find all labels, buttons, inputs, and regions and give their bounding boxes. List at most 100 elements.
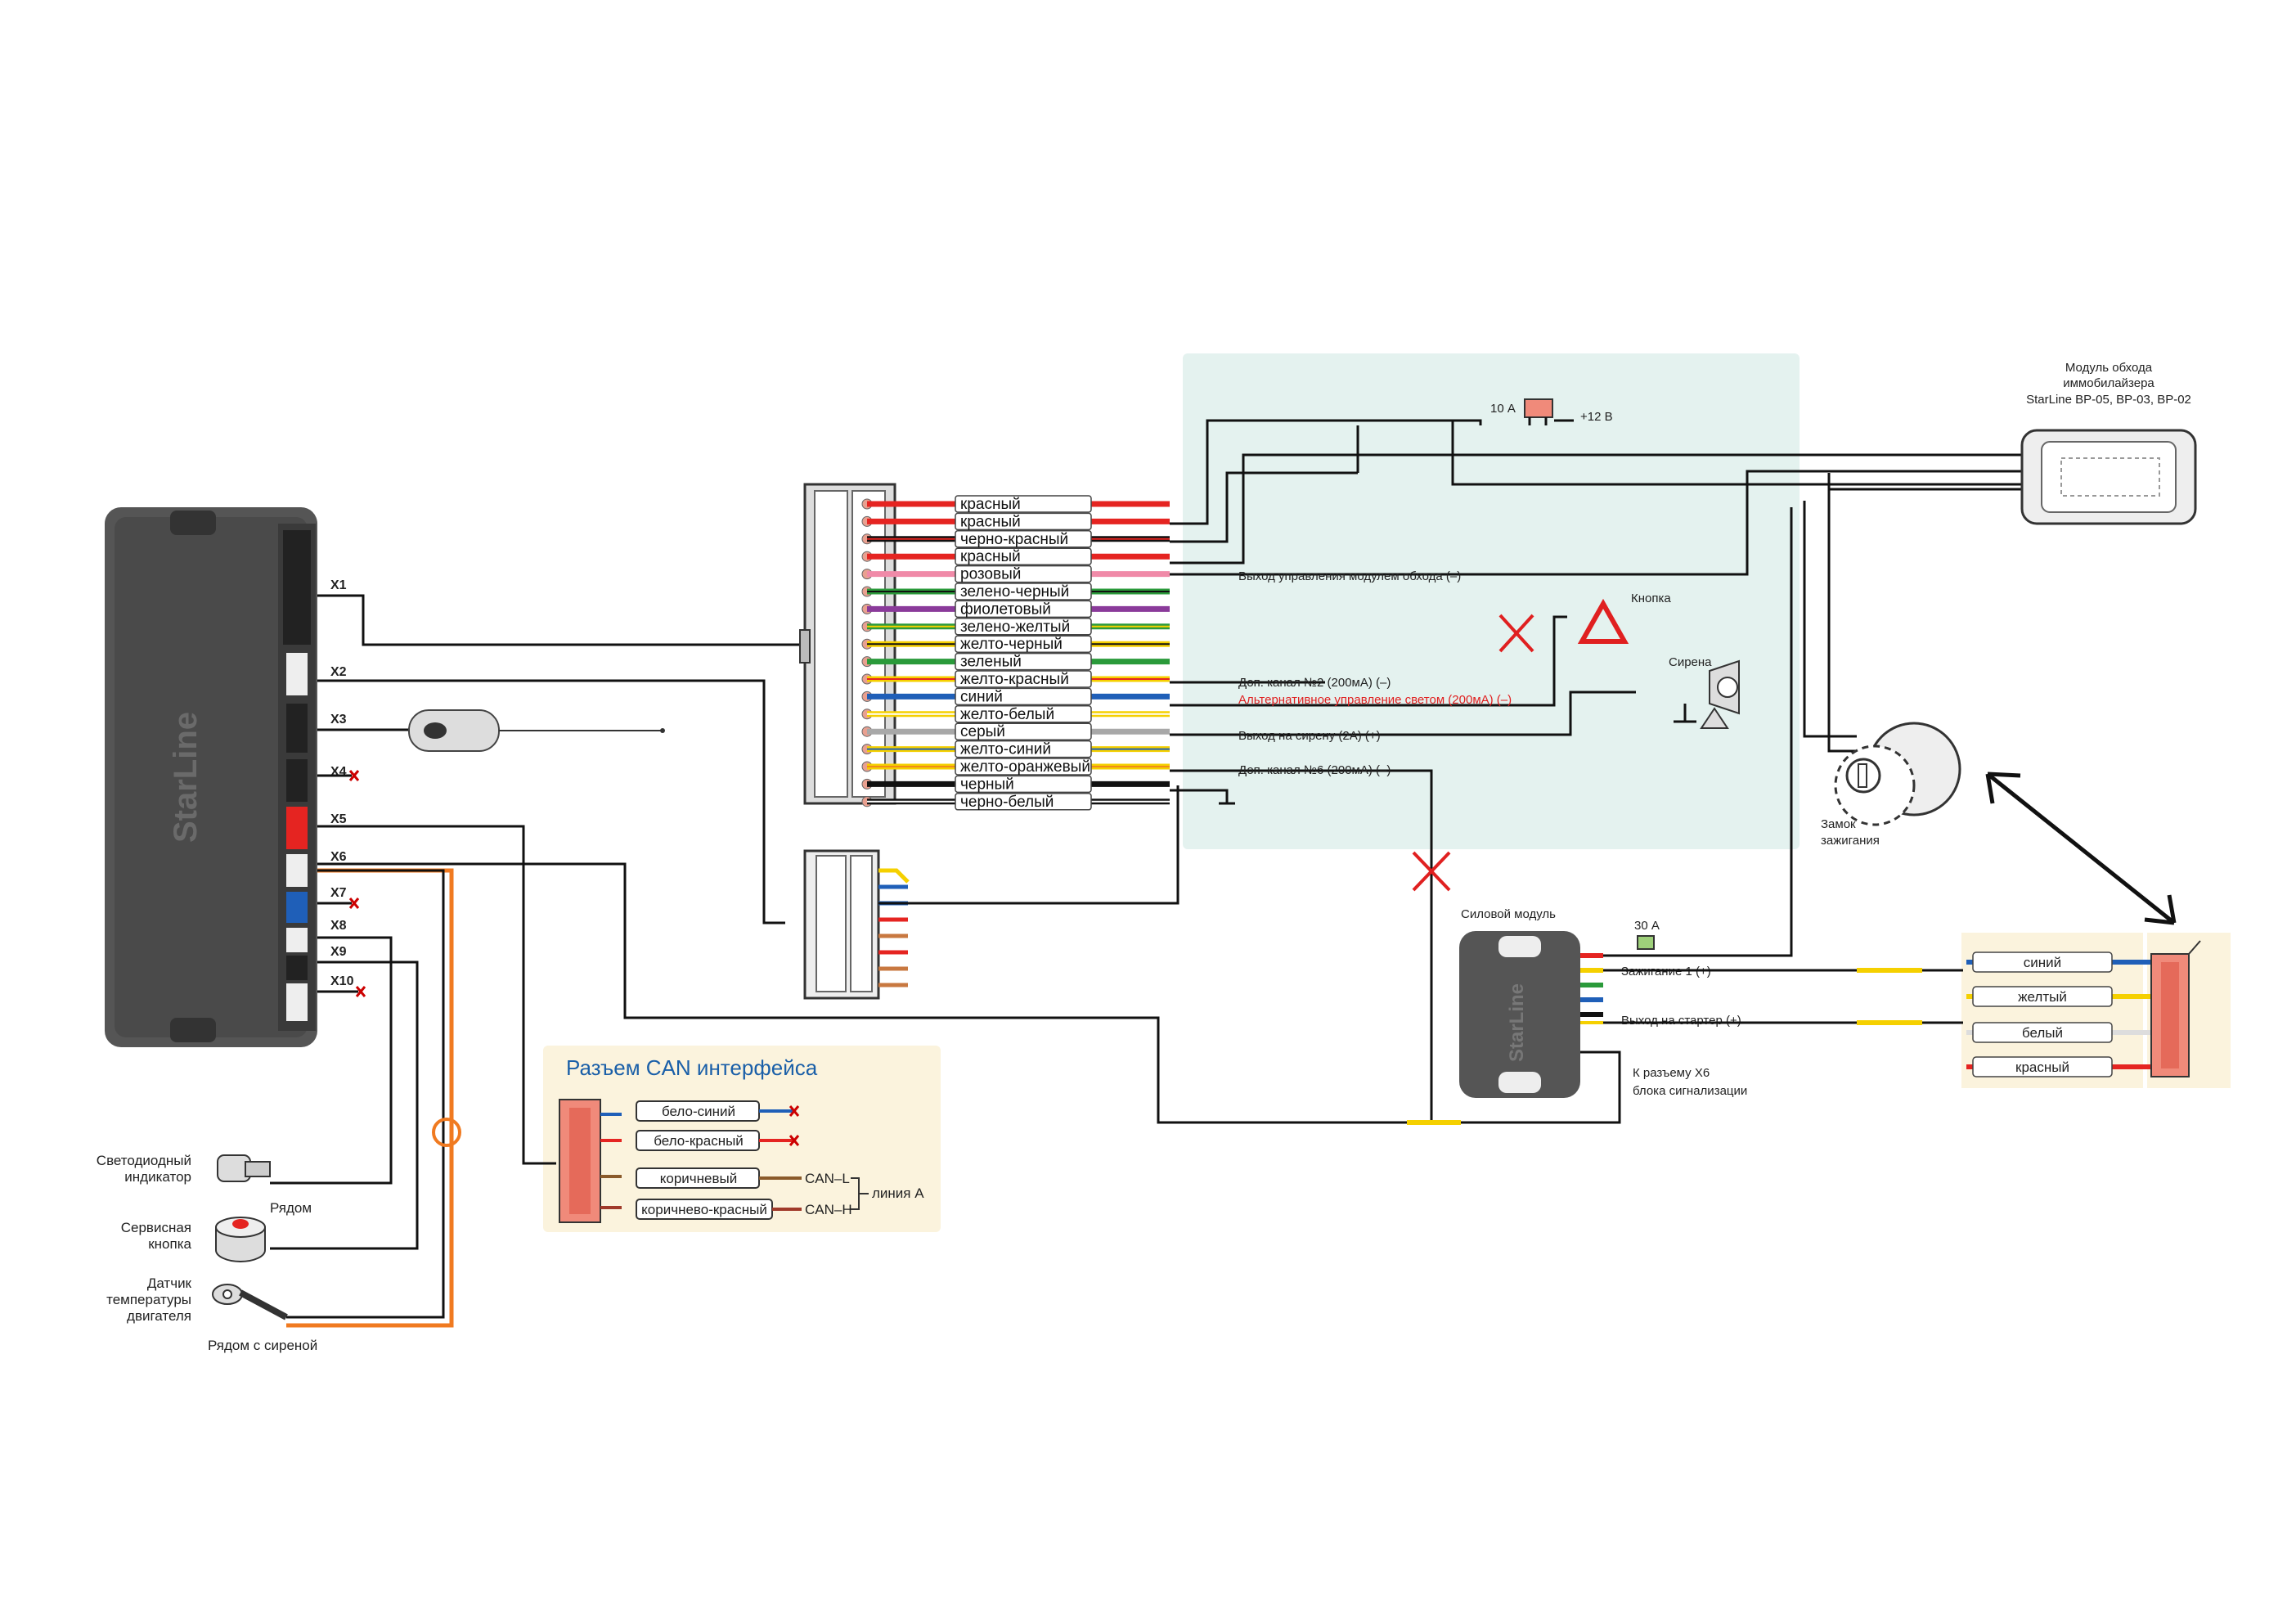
x1-wire: черно-красный: [861, 530, 1170, 548]
ign-wire-label: белый: [2022, 1025, 2063, 1041]
x1-wire: желто-синий: [861, 740, 1170, 758]
aux6-label: Доп. канал №6 (200мА) (–): [1238, 763, 1391, 777]
x1-wire-label: красный: [960, 548, 1021, 565]
plus12-label: +12 В: [1580, 410, 1613, 424]
can-interface: Разъем CAN интерфейса бело-синий бело-кр…: [559, 1055, 924, 1223]
line-a-label: линия А: [872, 1185, 924, 1201]
x1-wire: черно-белый: [861, 793, 1170, 811]
bypass-out-label: Выход управления модулем обхода (–): [1238, 569, 1461, 583]
temp-label-3: двигателя: [127, 1308, 191, 1324]
x1-wire: черный: [861, 775, 1170, 793]
ignition-lock-label-2: зажигания: [1821, 834, 1880, 848]
x1-wire-bundle: красныйкрасныйчерно-красныйкрасныйрозовы…: [861, 495, 1170, 811]
x3-antenna: [408, 709, 665, 752]
x1-wire-label: серый: [960, 723, 1005, 740]
x1-wire-label: черно-красный: [960, 531, 1068, 548]
power-module-logo: StarLine: [1506, 983, 1528, 1062]
siren: Сирена: [1669, 655, 1740, 729]
x1-wire-tag: [955, 583, 1092, 601]
hazard-button: Кнопка: [1577, 592, 1671, 644]
x1-wire: фиолетовый: [861, 600, 1170, 619]
x1-wire-label: розовый: [960, 566, 1021, 583]
teal-panel: [1183, 353, 1800, 849]
led-indicator-icon: [217, 1154, 271, 1182]
ign-wire-label: красный: [2015, 1059, 2069, 1075]
port-x7: X7: [330, 886, 347, 900]
can-h-label: CAN–H: [805, 1202, 852, 1217]
x1-wire: зелено-черный: [861, 583, 1170, 601]
near-siren-label: Рядом с сиреной: [208, 1338, 317, 1353]
x1-wire-tag: [955, 635, 1092, 653]
x1-wire-label: зелено-черный: [960, 583, 1069, 601]
bypass-title-1: Модуль обхода: [2065, 361, 2153, 375]
port-x5: X5: [330, 812, 347, 826]
x1-wire: синий: [861, 687, 1170, 706]
x1-wire-tag: [955, 670, 1092, 688]
fuse-10a-label: 10 А: [1490, 402, 1516, 416]
port-x1: X1: [330, 578, 347, 592]
ign-wire: белый: [1966, 1022, 2159, 1043]
x1-wire-label: желто-черный: [960, 636, 1063, 653]
can-wire-1: бело-синий: [662, 1104, 735, 1119]
x1-wire-tag: [955, 740, 1092, 758]
x1-wire-label: фиолетовый: [960, 601, 1051, 618]
ignition-lock: Замок зажигания: [1821, 722, 1961, 848]
ign-wire-tag: [1972, 951, 2113, 973]
x1-wire: желто-оранжевый: [861, 758, 1170, 776]
x1-wire: зелено-желтый: [861, 618, 1170, 636]
port-x8: X8: [330, 919, 347, 933]
sensors: Светодиодный индикатор Рядом Сервисная к…: [97, 1153, 317, 1353]
unused-marks: [317, 770, 366, 997]
x1-wire: красный: [861, 512, 1170, 531]
x1-wire-label: желто-синий: [960, 741, 1051, 758]
x1-wire: розовый: [861, 565, 1170, 583]
port-x9: X9: [330, 945, 347, 959]
bypass-title-2: иммобилайзера: [2063, 376, 2154, 390]
x6-label-1: К разъему Х6: [1633, 1066, 1710, 1080]
double-arrow: [1985, 772, 2177, 925]
x1-wire-tag: [955, 758, 1092, 776]
x1-wire: желто-белый: [861, 705, 1170, 723]
svc-label-1: Сервисная: [121, 1220, 191, 1235]
x1-wire: красный: [861, 547, 1170, 565]
x2-connector: [803, 785, 1179, 1000]
near-label: Рядом: [270, 1200, 312, 1216]
bypass-title-3: StarLine BP-05, BP-03, BP-02: [2026, 393, 2191, 407]
x1-wire-label: зеленый: [960, 654, 1022, 671]
svc-label-2: кнопка: [148, 1236, 191, 1252]
x1-wire-label: черно-белый: [960, 794, 1054, 811]
can-wire-3: коричневый: [660, 1171, 737, 1186]
x1-wire: серый: [861, 722, 1170, 740]
ignition-wire-bundle: синий желтый белый красный: [1966, 951, 2159, 1077]
can-wire-4: коричнево-красный: [641, 1202, 767, 1217]
x1-wire: красный: [861, 495, 1170, 513]
teal-panel-wiring: [1170, 419, 2029, 1121]
bypass-module: Модуль обхода иммобилайзера StarLine BP-…: [2020, 361, 2197, 525]
x1-wire-tag: [955, 530, 1092, 548]
ign-wire-tag: [1972, 986, 2113, 1007]
x1-wire-tag: [955, 600, 1092, 619]
temp-sensor-icon: [212, 1284, 288, 1320]
x6-label-2: блока сигнализации: [1633, 1084, 1747, 1098]
x1-wire-label: зелено-желтый: [960, 619, 1070, 636]
hazard-triangle-icon: [1577, 598, 1629, 644]
button-label: Кнопка: [1631, 592, 1671, 605]
aux2-label: Доп. канал №2 (200мА) (–): [1238, 676, 1391, 690]
port-x6: X6: [330, 850, 347, 864]
ign-wire: синий: [1966, 951, 2159, 973]
x1-wire-label: красный: [960, 513, 1021, 530]
x1-wire-label: желто-оранжевый: [960, 758, 1090, 776]
led-label-2: индикатор: [124, 1169, 191, 1185]
x1-wire-tag: [955, 512, 1092, 531]
port-x2: X2: [330, 665, 347, 679]
cross-marks: [1412, 614, 1534, 892]
x1-wire-tag: [955, 495, 1092, 513]
x1-wire-tag: [955, 652, 1092, 671]
power-module-title: Силовой модуль: [1461, 907, 1556, 921]
main-unit: StarLine: [105, 507, 317, 1047]
ign-wire: желтый: [1966, 986, 2159, 1007]
x1-wire-tag: [955, 687, 1092, 706]
x1-wire-label: желто-белый: [960, 706, 1054, 723]
ign-wire-tag: [1972, 1022, 2113, 1043]
ign-wire-tag: [1972, 1056, 2113, 1077]
